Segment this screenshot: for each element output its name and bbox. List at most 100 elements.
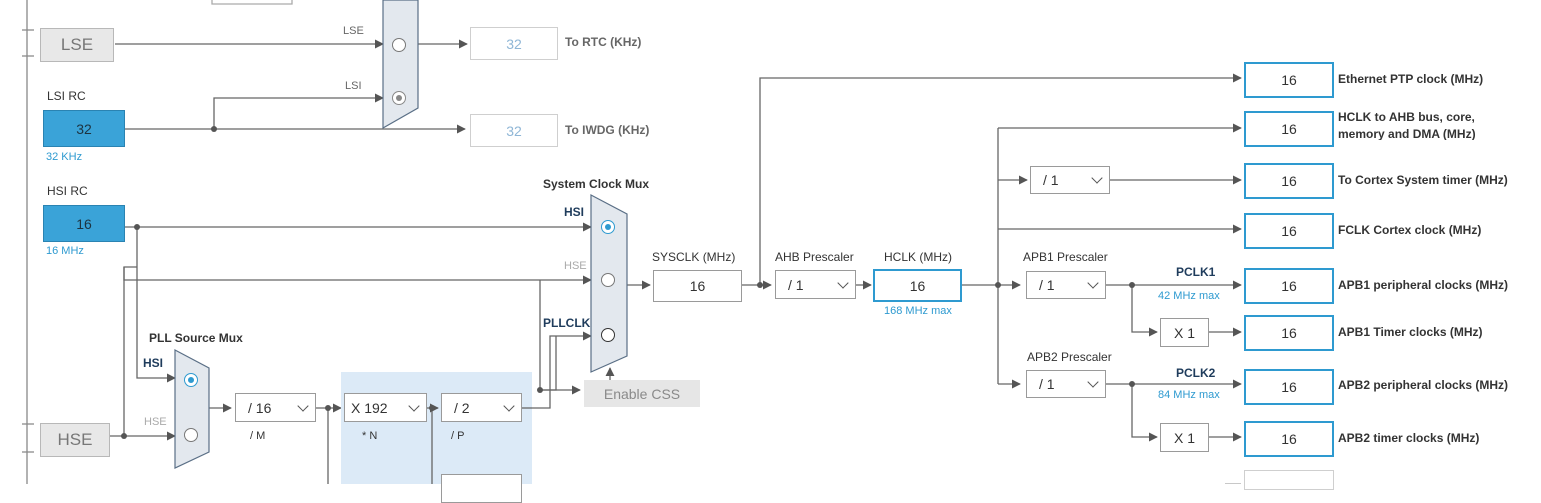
apb2-prescaler-label: APB2 Prescaler xyxy=(1027,350,1112,364)
chevron-down-icon xyxy=(1087,376,1099,388)
sys-mux-input-hsi: HSI xyxy=(564,205,585,219)
output-value: 16 xyxy=(1281,278,1297,294)
pclk1-max-note: 42 MHz max xyxy=(1158,290,1220,302)
apb2-prescaler-value: / 1 xyxy=(1039,376,1055,392)
chevron-down-icon xyxy=(297,399,309,412)
pll-mux-input-hse: HSE xyxy=(144,416,167,428)
hse-label: HSE xyxy=(57,430,93,449)
hsi-rc-title: HSI RC xyxy=(47,184,88,198)
output-value: 16 xyxy=(1281,223,1297,239)
cortex-timer-output[interactable]: 16 xyxy=(1244,163,1334,199)
ahb-prescaler-select[interactable]: / 1 xyxy=(775,270,856,299)
ethernet-ptp-output[interactable]: 16 xyxy=(1244,62,1334,98)
enable-css-button[interactable]: Enable CSS xyxy=(584,380,700,407)
apb2-timer-multiplier: X 1 xyxy=(1160,423,1209,452)
apb1-prescaler-label: APB1 Prescaler xyxy=(1023,250,1108,264)
cortex-timer-label: To Cortex System timer (MHz) xyxy=(1338,173,1508,187)
rtc-output-value: 32 xyxy=(506,35,522,52)
lse-label: LSE xyxy=(60,35,94,54)
iwdg-output-box: 32 xyxy=(470,114,558,147)
sys-mux-radio-pllclk[interactable] xyxy=(601,328,615,342)
pll-source-mux-title: PLL Source Mux xyxy=(149,331,243,345)
lsi-rc-source: 32 xyxy=(43,110,125,147)
output-value: 16 xyxy=(1281,379,1297,395)
apb2-peripheral-output[interactable]: 16 xyxy=(1244,369,1334,405)
output-value: 16 xyxy=(1281,431,1297,447)
pll-mux-input-hsi: HSI xyxy=(143,356,164,370)
pll-mux-radio-hse[interactable] xyxy=(184,428,198,442)
pll-p-divider-select[interactable]: / 2 xyxy=(441,393,522,422)
lsi-rc-value: 32 xyxy=(76,120,92,137)
apb2-prescaler-select[interactable]: / 1 xyxy=(1026,370,1106,398)
sysclk-label: SYSCLK (MHz) xyxy=(652,250,736,264)
rtc-mux-radio-lse[interactable] xyxy=(392,38,406,52)
pll-n-value: X 192 xyxy=(351,399,388,416)
rtc-output-label: To RTC (KHz) xyxy=(565,35,642,49)
chevron-down-icon xyxy=(1091,172,1103,184)
pll-p-value: / 2 xyxy=(454,399,470,416)
chevron-down-icon xyxy=(408,399,420,412)
sys-mux-input-hse: HSE xyxy=(564,260,587,272)
lsi-rc-title: LSI RC xyxy=(47,89,86,103)
pclk2-max-note: 84 MHz max xyxy=(1158,389,1220,401)
fclk-cortex-output[interactable]: 16 xyxy=(1244,213,1334,249)
rtc-mux-input-lsi: LSI xyxy=(345,80,362,92)
pll-n-label: * N xyxy=(362,430,378,442)
sysclk-value-box: 16 xyxy=(653,270,742,302)
hse-source[interactable]: HSE xyxy=(40,423,110,457)
pll-mux-radio-hsi[interactable] xyxy=(184,373,198,387)
apb1-prescaler-value: / 1 xyxy=(1039,277,1055,293)
hsi-rc-frequency: 16 MHz xyxy=(46,245,84,257)
ethernet-ptp-label: Ethernet PTP clock (MHz) xyxy=(1338,72,1484,86)
apb1-timer-multiplier: X 1 xyxy=(1160,318,1209,347)
pclk1-label: PCLK1 xyxy=(1176,265,1216,279)
rtc-mux-shape xyxy=(382,0,419,130)
enable-css-label: Enable CSS xyxy=(603,385,681,402)
hsi-rc-source: 16 xyxy=(43,205,125,242)
hclk-ahb-label: HCLK to AHB bus, core, xyxy=(1338,110,1475,124)
pll-config-region xyxy=(341,372,532,484)
pll-n-multiplier-select[interactable]: X 192 xyxy=(344,393,427,422)
rtc-output-box: 32 xyxy=(470,27,558,60)
rtc-mux-input-lse: LSE xyxy=(343,25,364,37)
output-value: 16 xyxy=(1281,325,1297,341)
sys-mux-input-pllclk: PLLCLK xyxy=(543,316,591,330)
pll-m-divider-select[interactable]: / 16 xyxy=(235,393,316,422)
apb1-timer-label: APB1 Timer clocks (MHz) xyxy=(1338,325,1483,339)
apb2-peripheral-label: APB2 peripheral clocks (MHz) xyxy=(1338,378,1509,392)
iwdg-output-label: To IWDG (KHz) xyxy=(565,123,650,137)
apb1-peripheral-output[interactable]: 16 xyxy=(1244,268,1334,304)
pclk2-label: PCLK2 xyxy=(1176,366,1216,380)
output-value: 16 xyxy=(1281,121,1297,137)
apb1-prescaler-select[interactable]: / 1 xyxy=(1026,271,1106,299)
sys-mux-radio-hsi[interactable] xyxy=(601,220,615,234)
iwdg-output-value: 32 xyxy=(506,122,522,139)
apb2-timer-multiplier-value: X 1 xyxy=(1173,429,1195,446)
pll-m-label: / M xyxy=(250,430,266,442)
output-value: 16 xyxy=(1281,173,1297,189)
chevron-down-icon xyxy=(1087,277,1099,289)
pll-m-value: / 16 xyxy=(248,399,272,416)
sysclk-value: 16 xyxy=(689,278,706,294)
hclk-value: 16 xyxy=(909,277,926,294)
pll-p-label: / P xyxy=(451,430,465,442)
cortex-timer-divider-select[interactable]: / 1 xyxy=(1030,166,1110,194)
lse-source[interactable]: LSE xyxy=(40,28,114,62)
rtc-mux-radio-lsi[interactable] xyxy=(392,91,406,105)
lsi-rc-frequency: 32 KHz xyxy=(46,151,83,163)
apb1-timer-output[interactable]: 16 xyxy=(1244,315,1334,351)
hclk-ahb-output[interactable]: 16 xyxy=(1244,111,1334,147)
sys-mux-radio-hse[interactable] xyxy=(601,273,615,287)
hclk-value-input[interactable]: 16 xyxy=(873,269,962,302)
apb2-timer-output[interactable]: 16 xyxy=(1244,421,1334,457)
cut-off-output xyxy=(1244,470,1334,490)
fclk-cortex-label: FCLK Cortex clock (MHz) xyxy=(1338,223,1482,237)
system-clock-mux-title: System Clock Mux xyxy=(543,177,650,191)
output-value: 16 xyxy=(1281,72,1297,88)
pll-q-divider-select[interactable] xyxy=(441,474,522,503)
ahb-prescaler-label: AHB Prescaler xyxy=(775,250,854,264)
apb1-peripheral-label: APB1 peripheral clocks (MHz) xyxy=(1338,278,1509,292)
hclk-max-note: 168 MHz max xyxy=(884,305,952,317)
hsi-rc-value: 16 xyxy=(76,215,92,232)
cortex-timer-divider-value: / 1 xyxy=(1043,172,1059,188)
